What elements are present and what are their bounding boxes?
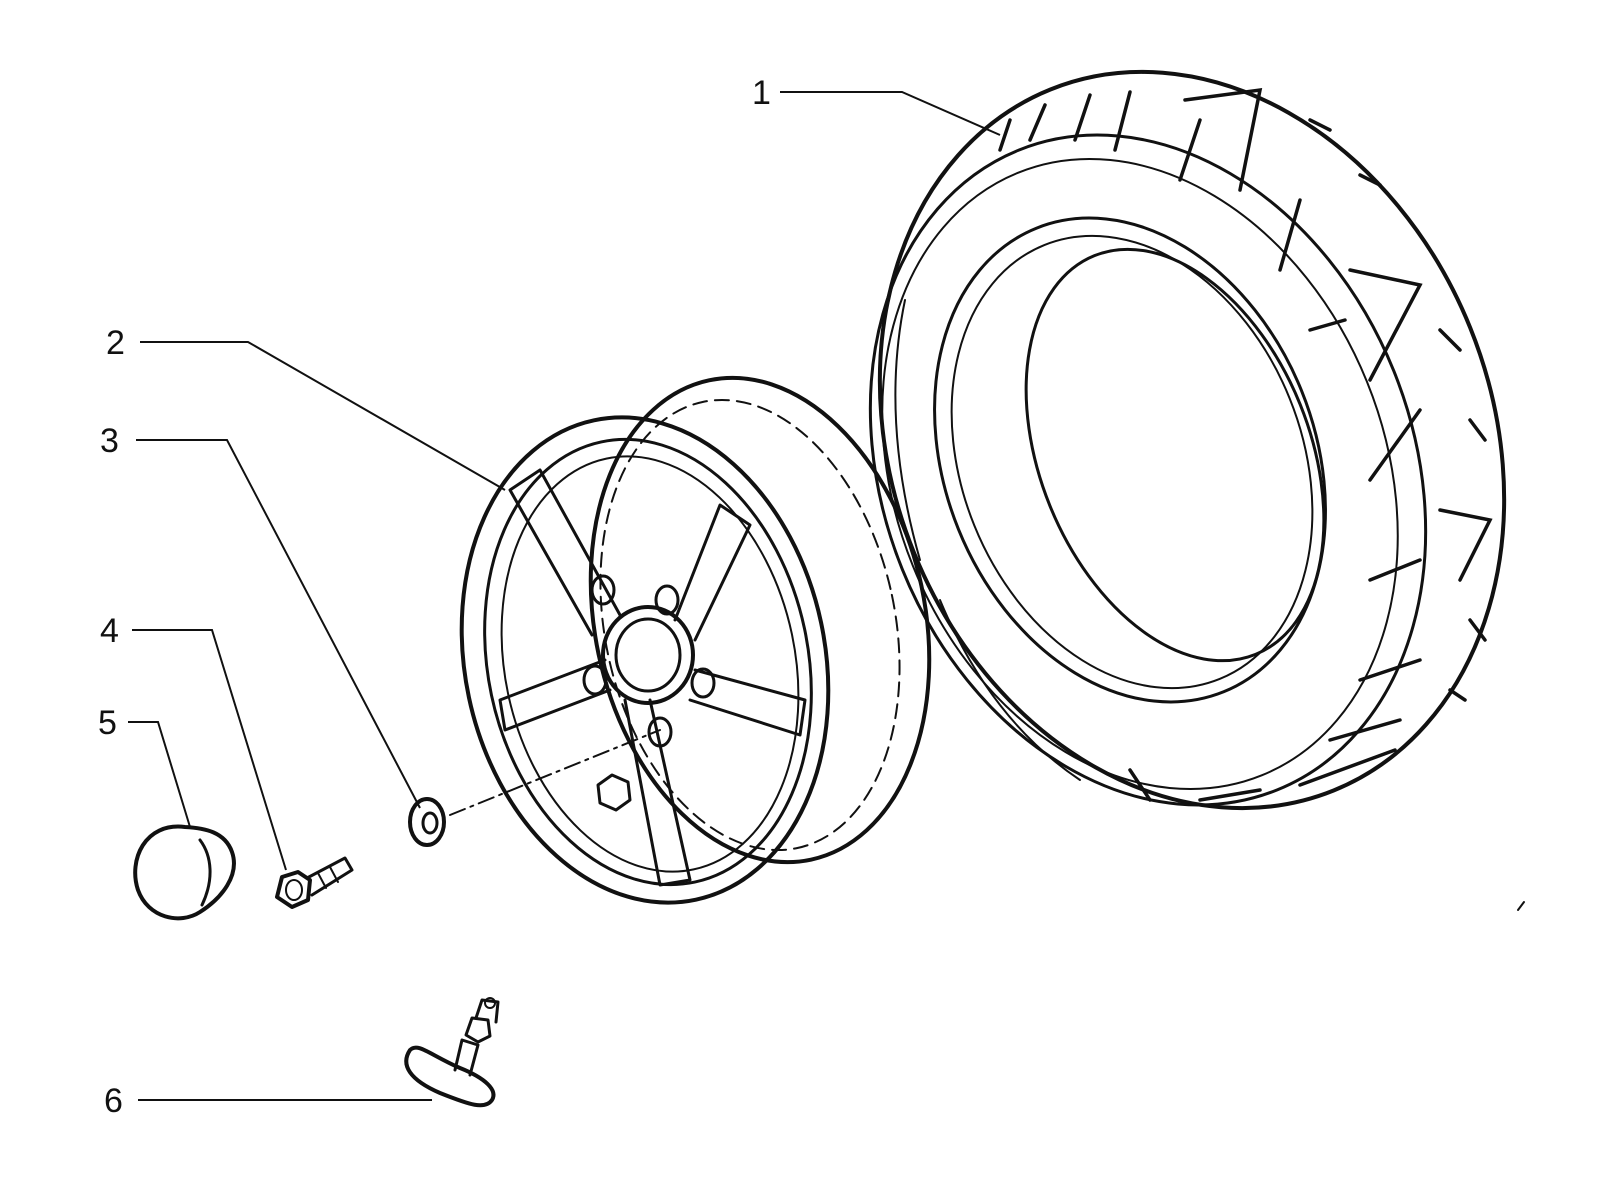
- callout-5: 5: [98, 704, 117, 742]
- valve-part: [404, 997, 500, 1108]
- leader-line-5: [128, 721, 191, 828]
- washer-part: [408, 797, 446, 847]
- rim-part: [459, 375, 932, 905]
- callout-1: 1: [752, 74, 771, 112]
- assembly-axis-line: [449, 729, 661, 816]
- callout-3: 3: [100, 422, 119, 460]
- callout-4: 4: [100, 612, 119, 650]
- tyre-part: [868, 69, 1507, 811]
- stray-mark: [1517, 901, 1525, 911]
- leader-line-4: [132, 629, 287, 871]
- leader-line-1: [780, 91, 1001, 136]
- callout-6: 6: [104, 1082, 123, 1120]
- callout-2: 2: [106, 324, 125, 362]
- hub-cap-part: [133, 824, 236, 921]
- leader-line-3: [136, 439, 421, 809]
- leader-line-2: [140, 341, 506, 491]
- bolt-part: [275, 856, 354, 909]
